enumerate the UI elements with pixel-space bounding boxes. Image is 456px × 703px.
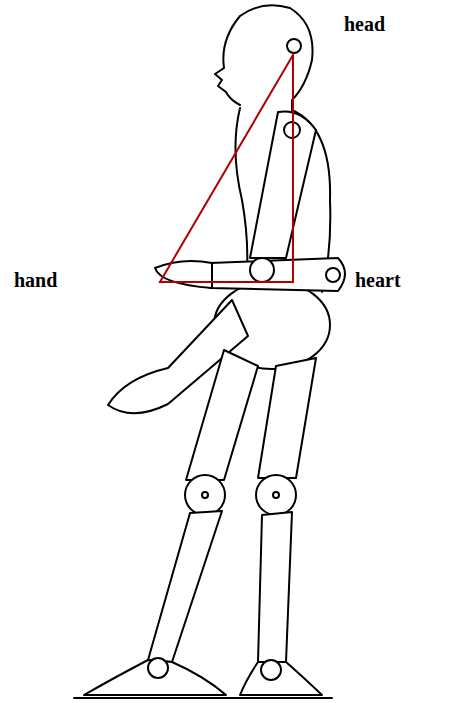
- part-label: head: [344, 12, 385, 36]
- elbow-joint: [250, 258, 274, 282]
- ankle-joint: [261, 660, 281, 680]
- upper-arm: [250, 111, 316, 258]
- part-label: hand: [14, 268, 57, 292]
- wrist-joint: [326, 268, 340, 282]
- shin: [258, 512, 292, 662]
- thigh: [258, 358, 316, 478]
- head-hand-heart-triangle: [160, 55, 293, 282]
- knee-dot: [202, 492, 208, 498]
- ground-line: [74, 697, 332, 699]
- part-label: heart: [355, 268, 401, 292]
- ankle-joint: [148, 658, 168, 678]
- shin: [148, 511, 222, 662]
- knee-joint: [256, 475, 296, 515]
- head-outline: [215, 5, 313, 112]
- head-joint: [287, 39, 301, 53]
- knee-joint: [185, 475, 225, 515]
- knee-dot: [273, 492, 279, 498]
- forearm: [210, 258, 345, 291]
- thigh: [186, 350, 258, 480]
